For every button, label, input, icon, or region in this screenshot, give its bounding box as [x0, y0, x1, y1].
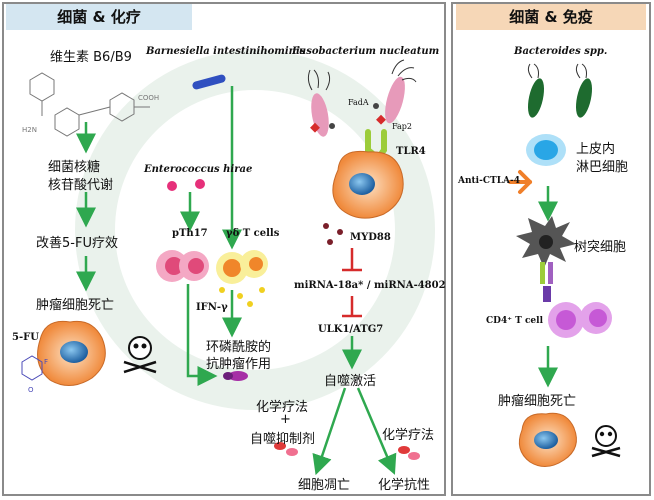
pth17-cells-icon [156, 250, 209, 282]
chemoresistance-label: 化学抗性 [378, 478, 431, 493]
tumor-cell-icon [37, 320, 106, 386]
barnesiella-label: Barnesiella intestinihominis [146, 46, 306, 57]
fusobacterium-label: Fusobacterium nucleatum [292, 46, 440, 57]
tumor-death-label: 肿瘤细胞死亡 [36, 298, 115, 313]
chemo-inhibitor-label-line2: + [280, 412, 291, 427]
vitamin-structure-icon: H2N COOH [22, 72, 159, 137]
ifn-gamma-label: IFN-γ [196, 302, 228, 313]
bacteroides-label: Bacteroides spp. [514, 46, 608, 57]
chemo-inhibitor-label-line1: 化学疗法 [256, 400, 309, 415]
barnesiella-bacterium-icon [192, 74, 226, 90]
enterococcus-label: Enterococcus hirae [144, 164, 253, 175]
gd-t-cells-label: γδ T cells [226, 228, 280, 239]
iel-label-line1: 上皮内 [576, 142, 616, 157]
chemo-drug-icon [274, 442, 420, 460]
svg-text:F: F [44, 358, 48, 366]
svg-text:O: O [28, 386, 34, 394]
svg-text:COOH: COOH [138, 94, 159, 102]
pth17-label: pTh17 [172, 228, 208, 239]
dendritic-cell-label: 树突细胞 [574, 240, 627, 255]
chemotherapy-panel-title: 细菌 & 化疗 [6, 4, 192, 30]
tumor-death-label-right: 肿瘤细胞死亡 [498, 394, 577, 409]
watermark-circle [75, 50, 435, 410]
metabolism-label-line2: 核苷酸代谢 [48, 178, 114, 193]
bacteroides-icon [527, 63, 593, 118]
tumor-cell-icon [518, 412, 577, 467]
5fu-label: 5-FU [12, 332, 39, 343]
vitamin-label: 维生素 B6/B9 [50, 50, 132, 65]
mirna-label: miRNA-18a* / miRNA-4802 [294, 280, 446, 291]
cyclophosphamide-label-line2: 抗肿瘤作用 [206, 357, 272, 372]
myd88-label: MYD88 [350, 232, 391, 243]
immunity-panel-title: 细菌 & 免疫 [456, 4, 646, 30]
ulk-atg7-label: ULK1/ATG7 [318, 324, 384, 335]
cd4-t-cell-label: CD4⁺ T cell [486, 316, 543, 326]
gd-t-cells-icon [216, 250, 268, 307]
apoptosis-label: 细胞凋亡 [298, 478, 351, 493]
drug-pill-icon [223, 371, 248, 381]
anti-ctla4-antibody-icon [508, 170, 532, 194]
chemo-inhibitor-label-line3: 自噬抑制剂 [250, 432, 316, 447]
colon-cell-icon [332, 150, 404, 219]
5fu-structure-icon: F O [21, 355, 48, 394]
metabolism-label-line1: 细菌核糖 [48, 160, 101, 175]
dendritic-cell-icon [516, 216, 576, 268]
cd4-t-cell-icon [548, 302, 612, 338]
immunity-panel [451, 2, 651, 496]
enterococcus-icon [167, 181, 177, 191]
skull-icon [591, 425, 621, 458]
chemotherapy-panel [2, 2, 446, 496]
intraepithelial-lymphocyte-icon [526, 134, 566, 166]
tlr4-label: TLR4 [396, 146, 426, 157]
anti-ctla4-label: Anti-CTLA-4 [458, 176, 521, 186]
fada-label: FadA [348, 98, 369, 107]
autophagy-label: 自噬激活 [324, 374, 377, 389]
arrow [186, 284, 218, 386]
iel-label-line2: 淋巴细胞 [576, 160, 629, 175]
chemotherapy-label: 化学疗法 [382, 428, 435, 443]
arrow [356, 387, 397, 475]
cyclophosphamide-label-line1: 环磷酰胺的 [206, 340, 272, 355]
fap2-label: Fap2 [392, 122, 412, 131]
arrow [312, 387, 347, 476]
enterococcus-icon [195, 179, 205, 189]
inhibition-marker [342, 248, 362, 318]
myd88-dots-icon [323, 223, 343, 245]
skull-icon [123, 336, 157, 374]
improve-5fu-label: 改善5-FU疗效 [36, 236, 118, 251]
mhc-tcr-icon [540, 262, 553, 302]
fusobacterium-icon [307, 59, 417, 137]
svg-text:H2N: H2N [22, 126, 37, 134]
